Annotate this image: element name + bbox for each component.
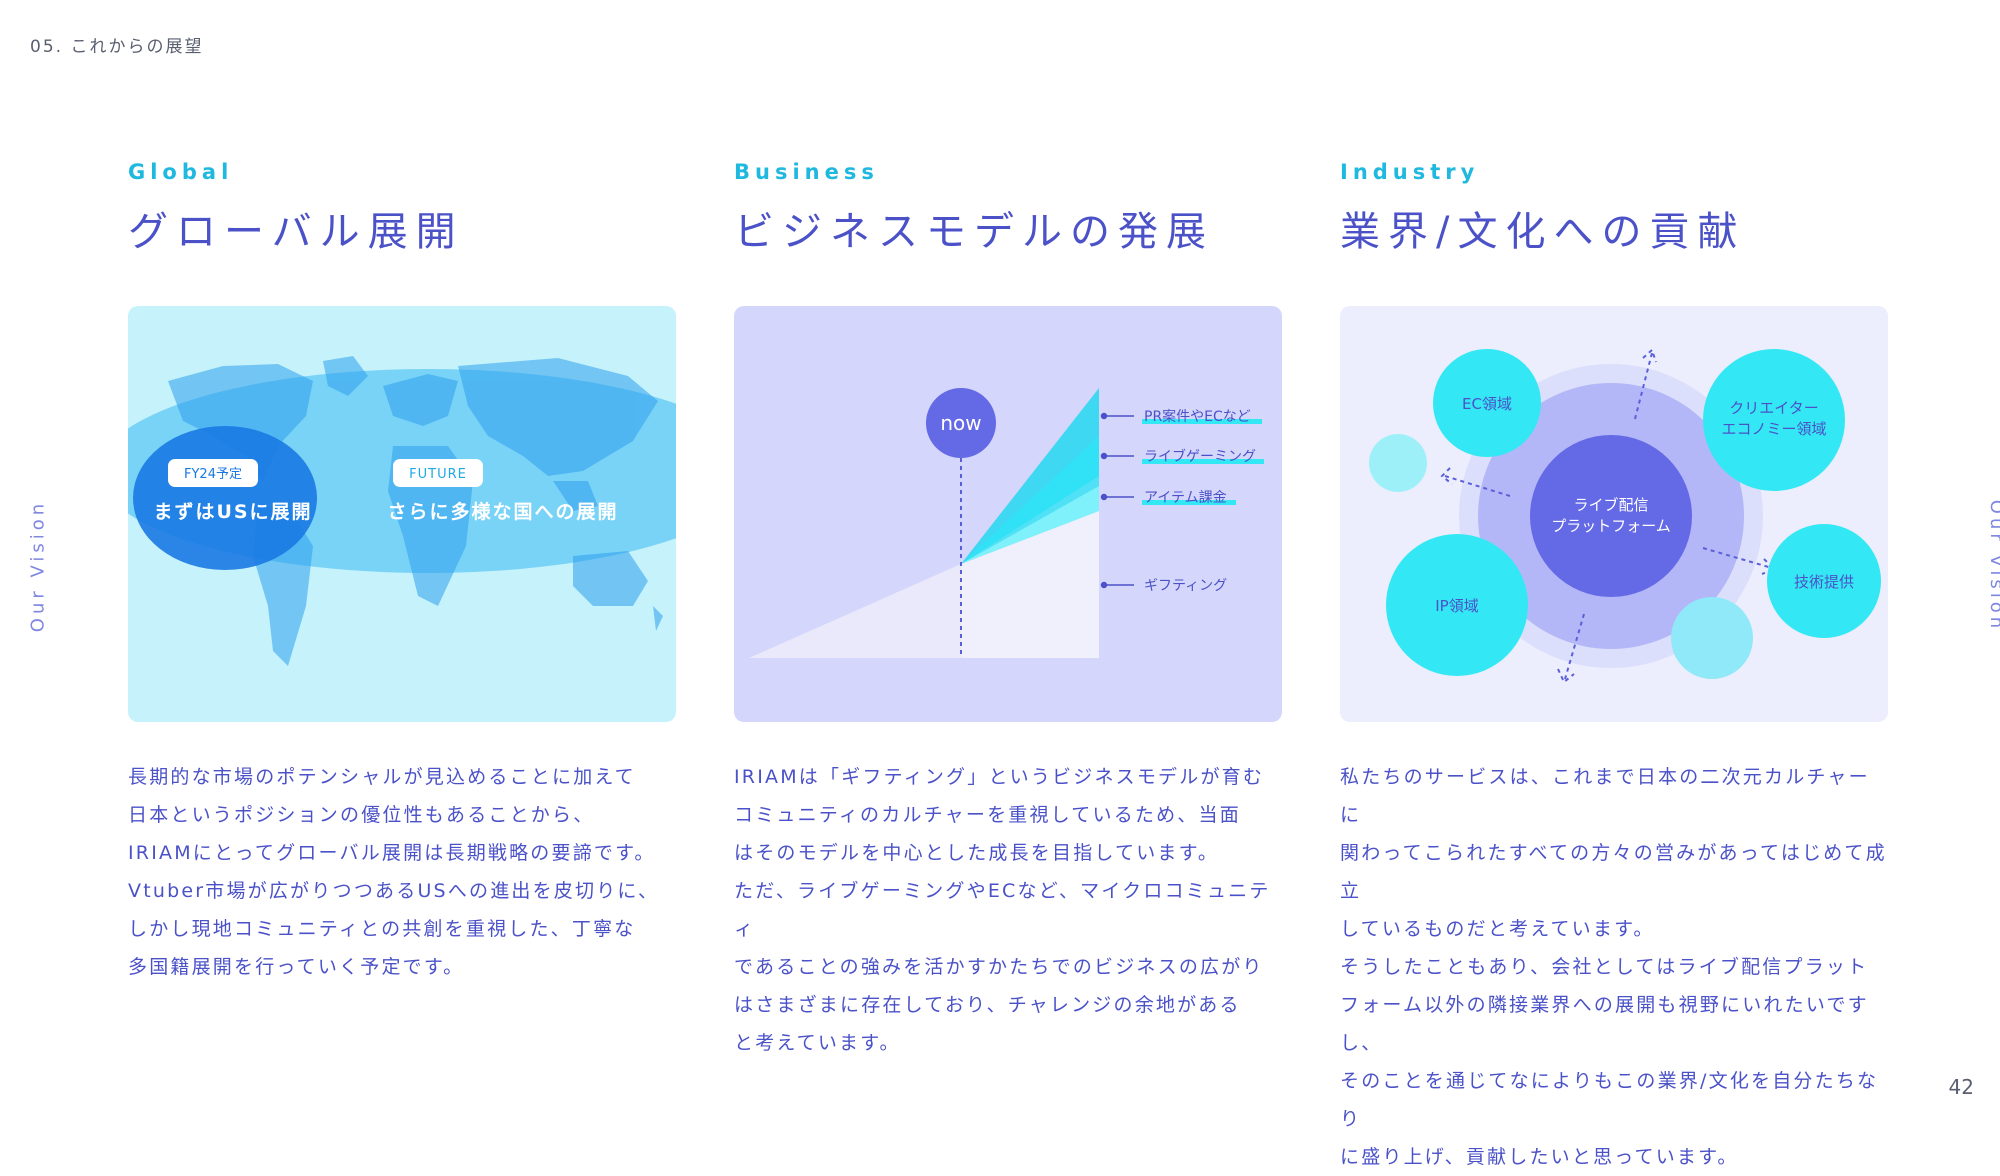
future-badge-text: FUTURE: [409, 467, 467, 482]
heading-business: ビジネスモデルの発展: [734, 210, 1282, 254]
body-business: IRIAMは「ギフティング」というビジネスモデルが育む コミュニティのカルチャー…: [734, 758, 1282, 1062]
ecosystem-illustration: EC領域 クリエイター エコノミー領域 IP領域 技術提供 ライブ配信 プラット…: [1340, 306, 1888, 722]
industry-card: EC領域 クリエイター エコノミー領域 IP領域 技術提供 ライブ配信 プラット…: [1340, 306, 1888, 722]
platform-label-2: プラットフォーム: [1551, 517, 1671, 535]
page-number: 42: [1949, 1075, 1974, 1099]
eyebrow-business: Business: [734, 160, 1282, 184]
body-line: しているものだと考えています。: [1340, 910, 1888, 948]
business-growth-illustration: now PR案件やECなど ライブゲーミング アイテム課金 ギフティング: [734, 306, 1282, 722]
business-model-card: now PR案件やECなど ライブゲーミング アイテム課金 ギフティング: [734, 306, 1282, 722]
eyebrow-global: Global: [128, 160, 676, 184]
ip-label: IP領域: [1435, 597, 1478, 615]
section-label: 05. これからの展望: [30, 32, 203, 57]
body-line: 多国籍展開を行っていく予定です。: [128, 948, 676, 986]
body-line: 関わってこられたすべての方々の営みがあってはじめて成立: [1340, 834, 1888, 910]
ec-label: EC領域: [1462, 395, 1512, 413]
global-expansion-caption: さらに多様な国への展開: [387, 500, 618, 523]
heading-industry: 業界/文化への貢献: [1340, 210, 1888, 254]
body-line: Vtuber市場が広がりつつあるUSへの進出を皮切りに、: [128, 872, 676, 910]
us-expansion-caption: まずはUSに展開: [153, 501, 312, 523]
column-industry: Industry 業界/文化への貢献 EC領域 クリエイター エコノミー領: [1340, 160, 1888, 1176]
creator-label-1: クリエイター: [1729, 399, 1818, 417]
body-line: IRIAMは「ギフティング」というビジネスモデルが育む: [734, 758, 1282, 796]
body-line: そのことを通じてなによりもこの業界/文化を自分たちなり: [1340, 1062, 1888, 1138]
body-line: IRIAMにとってグローバル展開は長期戦略の要諦です。: [128, 834, 676, 872]
body-line: しかし現地コミュニティとの共創を重視した、丁寧な: [128, 910, 676, 948]
side-label-left: Our Vision: [28, 500, 49, 632]
side-label-right: Our Vision: [1986, 500, 2000, 632]
world-map-card: FY24予定 まずはUSに展開 FUTURE さらに多様な国への展開: [128, 306, 676, 722]
body-line: コミュニティのカルチャーを重視しているため、当面: [734, 796, 1282, 834]
label-live-gaming: ライブゲーミング: [1144, 448, 1256, 465]
body-line: はそのモデルを中心とした成長を目指しています。: [734, 834, 1282, 872]
small-bubble-bottom: [1671, 597, 1753, 679]
small-bubble-left: [1369, 434, 1427, 492]
label-pr-ec: PR案件やECなど: [1144, 408, 1251, 425]
platform-center: [1530, 435, 1692, 597]
eyebrow-industry: Industry: [1340, 160, 1888, 184]
body-line: 日本というポジションの優位性もあることから、: [128, 796, 676, 834]
body-line: はさまざまに存在しており、チャレンジの余地がある: [734, 986, 1282, 1024]
heading-global: グローバル展開: [128, 210, 676, 254]
body-global: 長期的な市場のポテンシャルが見込めることに加えて 日本というポジションの優位性も…: [128, 758, 676, 986]
body-line: に盛り上げ、貢献したいと思っています。: [1340, 1138, 1888, 1176]
label-gifting: ギフティング: [1144, 578, 1227, 594]
creator-label-2: エコノミー領域: [1721, 420, 1826, 438]
body-line: であることの強みを活かすかたちでのビジネスの広がり: [734, 948, 1282, 986]
tech-label: 技術提供: [1794, 573, 1854, 591]
body-line: と考えています。: [734, 1024, 1282, 1062]
body-line: フォーム以外の隣接業界への展開も視野にいれたいですし、: [1340, 986, 1888, 1062]
body-line: 長期的な市場のポテンシャルが見込めることに加えて: [128, 758, 676, 796]
column-business: Business ビジネスモデルの発展 now PR案件やECなど ライブゲーミ…: [734, 160, 1282, 1062]
fy24-badge-text: FY24予定: [184, 467, 242, 482]
body-line: ただ、ライブゲーミングやECなど、マイクロコミュニティ: [734, 872, 1282, 948]
world-map-illustration: FY24予定 まずはUSに展開 FUTURE さらに多様な国への展開: [128, 306, 676, 722]
now-label: now: [940, 411, 981, 435]
column-global: Global グローバル展開 FY24予定 まずはUSに展開: [128, 160, 676, 986]
platform-label-1: ライブ配信: [1573, 496, 1648, 514]
body-line: 私たちのサービスは、これまで日本の二次元カルチャーに: [1340, 758, 1888, 834]
us-region-ellipse: [133, 426, 317, 570]
label-item-charge: アイテム課金: [1144, 490, 1227, 506]
body-line: そうしたこともあり、会社としてはライブ配信プラット: [1340, 948, 1888, 986]
body-industry: 私たちのサービスは、これまで日本の二次元カルチャーに 関わってこられたすべての方…: [1340, 758, 1888, 1176]
